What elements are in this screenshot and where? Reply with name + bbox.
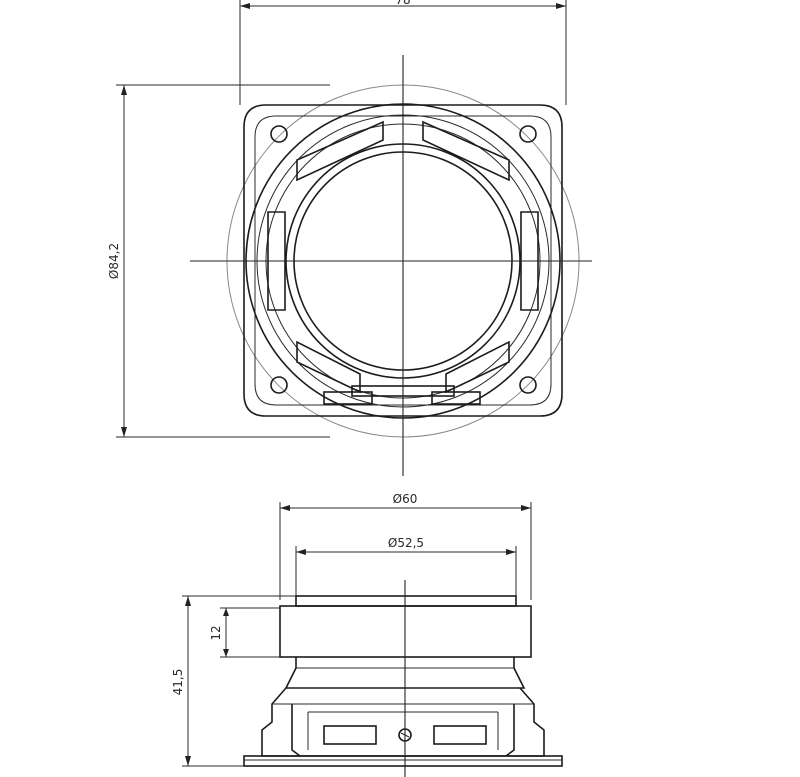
- dim-label-top-width: 78: [395, 0, 410, 7]
- front-flange: [243, 755, 563, 767]
- terminal-tabs-top-view: [323, 385, 481, 405]
- dim-label-total-depth: 41,5: [171, 669, 185, 696]
- dim-label-magnet-height: 12: [209, 625, 223, 640]
- dim-label-basket-diameter: Ø60: [393, 492, 418, 506]
- basket-lower: [261, 687, 545, 757]
- dimension-magnet-diameter: Ø52,5: [295, 536, 517, 596]
- mounting-hole-bottom-right: [519, 376, 537, 394]
- side-view: Ø60 Ø52,5 41,5 12: [171, 492, 563, 777]
- dimension-top-width: 78: [239, 0, 567, 105]
- magnet-cap: [295, 595, 517, 607]
- mounting-hole-top-left: [270, 125, 288, 143]
- mounting-hole-bottom-left: [270, 376, 288, 394]
- mounting-hole-top-right: [519, 125, 537, 143]
- top-view: 78 Ø84,2: [107, 0, 592, 476]
- dim-label-magnet-diameter: Ø52,5: [388, 536, 424, 550]
- dimension-total-depth: 41,5: [171, 595, 296, 767]
- square-flange: [243, 104, 563, 417]
- dimension-basket-diameter: Ø60: [279, 492, 532, 600]
- dimension-frame-diameter: Ø84,2: [107, 84, 330, 438]
- dim-label-frame-diameter: Ø84,2: [107, 243, 121, 279]
- dimension-magnet-height: 12: [209, 607, 280, 658]
